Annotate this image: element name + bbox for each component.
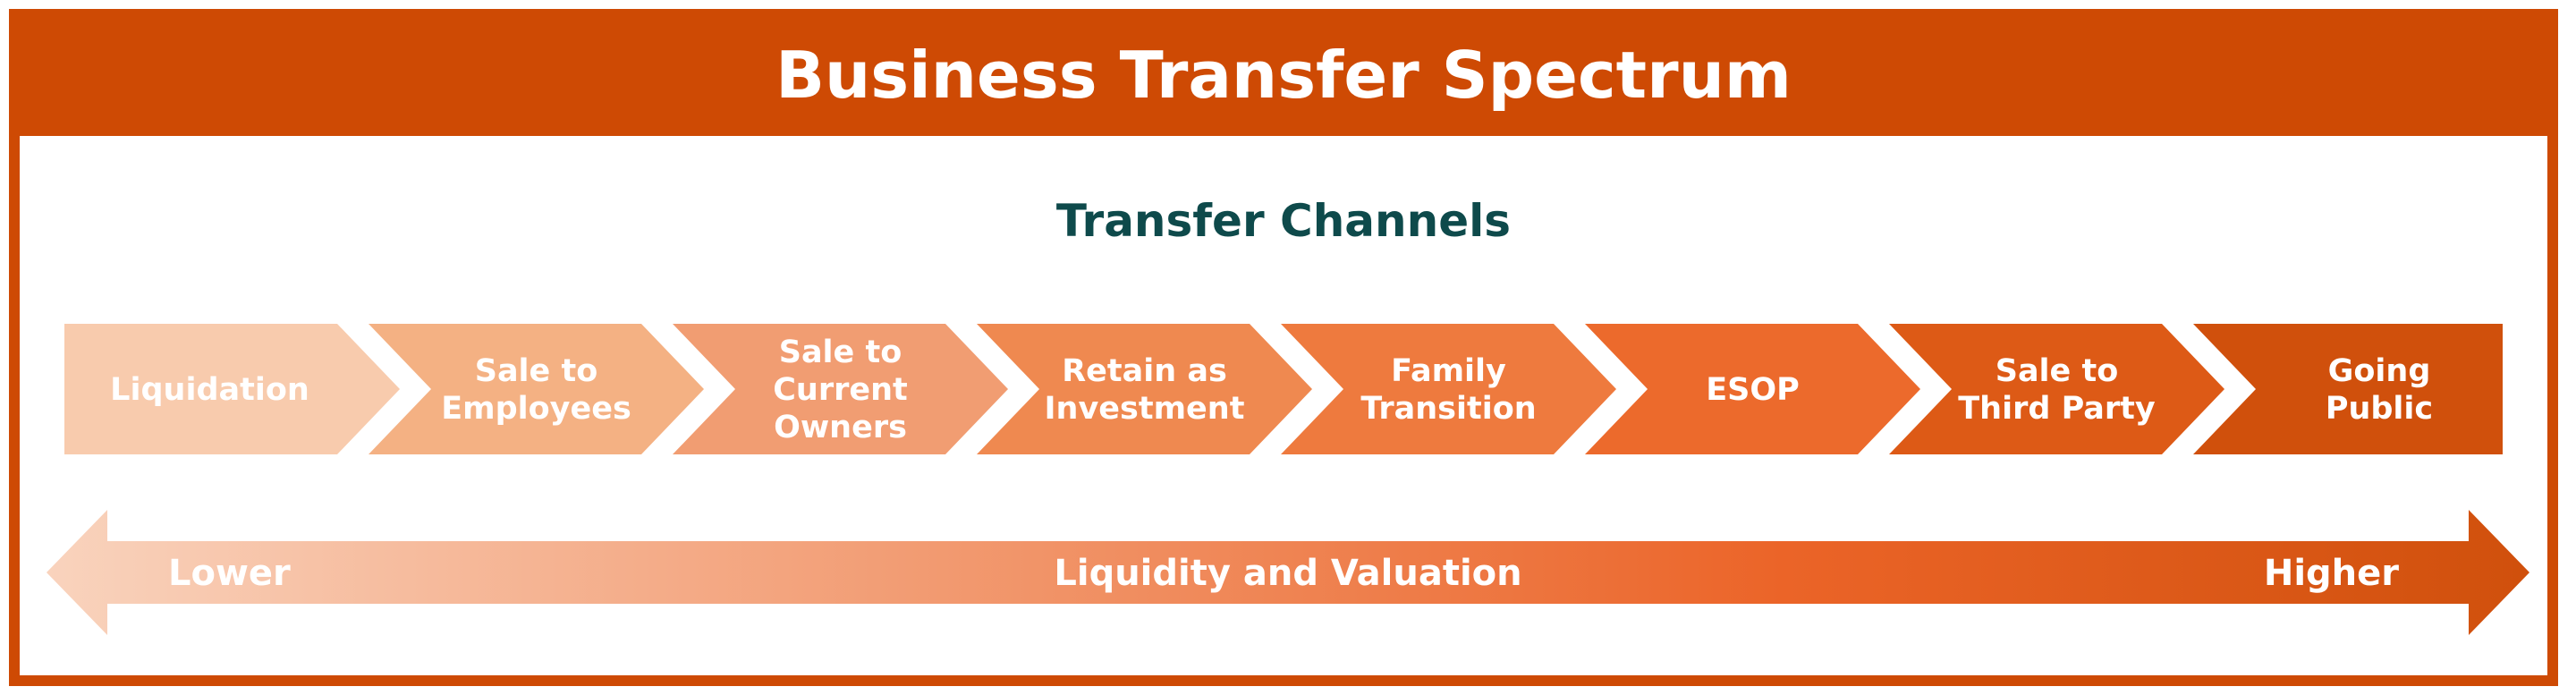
spectrum-center-label: Liquidity and Valuation bbox=[1054, 553, 1521, 594]
channel-label: Family bbox=[1391, 353, 1506, 389]
channel-chevron bbox=[977, 324, 1312, 454]
title-bar: Business Transfer Spectrum bbox=[20, 20, 2547, 136]
channel-label: Sale to bbox=[1996, 353, 2119, 389]
channel-chevron bbox=[673, 324, 1008, 454]
channel-label: Employees bbox=[441, 391, 631, 427]
channel-chevron bbox=[1281, 324, 1616, 454]
channel-label: Third Party bbox=[1958, 391, 2156, 427]
channel-label: Public bbox=[2326, 391, 2433, 427]
channel-chevron bbox=[1889, 324, 2224, 454]
spectrum-arrow-group: Lower Liquidity and Valuation Higher bbox=[47, 510, 2529, 635]
channel-label: Owners bbox=[774, 410, 907, 445]
channel-label: Current bbox=[773, 372, 908, 408]
spectrum-low-label: Lower bbox=[168, 553, 291, 594]
channel-label: Transition bbox=[1360, 391, 1536, 427]
spectrum-high-label: Higher bbox=[2264, 553, 2399, 594]
channel-chevron bbox=[1585, 324, 1920, 454]
channel-label: Going bbox=[2328, 353, 2431, 389]
spectrum-arrow bbox=[47, 510, 2529, 635]
channel-label: ESOP bbox=[1706, 372, 1800, 408]
channel-chevron bbox=[64, 324, 400, 454]
channel-label: Sale to bbox=[475, 353, 598, 389]
channel-label: Liquidation bbox=[110, 372, 309, 408]
channel-label: Sale to bbox=[779, 335, 902, 370]
section-subtitle: Transfer Channels bbox=[1055, 195, 1512, 247]
channel-label: Retain as bbox=[1062, 353, 1227, 389]
diagram-title: Business Transfer Spectrum bbox=[775, 38, 1792, 113]
channel-chevron bbox=[2193, 324, 2503, 454]
channel-chevron bbox=[369, 324, 704, 454]
channel-label: Investment bbox=[1045, 391, 1245, 427]
